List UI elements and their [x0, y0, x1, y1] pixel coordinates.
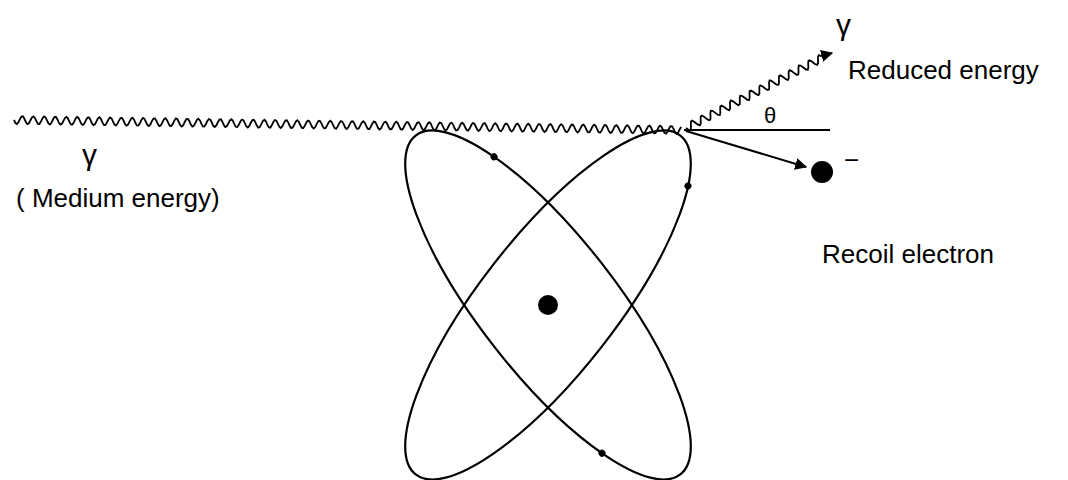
orbit	[362, 94, 734, 480]
particle-label: Recoil electron	[820, 240, 996, 269]
energy-label: ( Medium energy)	[14, 184, 222, 213]
incident-photon	[14, 116, 681, 134]
nucleus	[538, 295, 558, 315]
charge-sign: −	[842, 146, 861, 175]
reference-line	[684, 129, 830, 131]
electron-track	[686, 131, 806, 167]
photon-symbol: γ	[80, 138, 99, 171]
photon-symbol: γ	[834, 8, 853, 41]
atom	[362, 94, 734, 480]
energy-label: Reduced energy	[846, 56, 1041, 85]
angle-label: θ	[762, 104, 778, 128]
orbital-electron	[489, 152, 499, 162]
orbit	[362, 94, 734, 480]
scattered-photon	[686, 53, 832, 130]
orbital-electron	[597, 448, 607, 458]
orbital-electron	[683, 181, 693, 191]
recoil-electron	[811, 161, 833, 183]
